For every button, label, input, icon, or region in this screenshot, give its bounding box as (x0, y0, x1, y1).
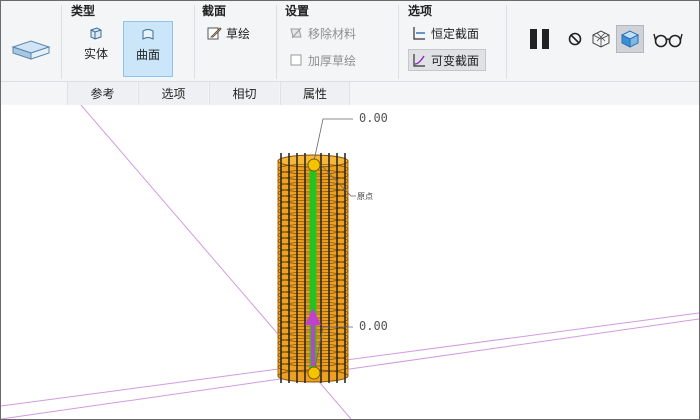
variable-section-label: 可变截面 (431, 53, 480, 68)
thicken-sketch-label: 加厚草绘 (308, 53, 357, 68)
thicken-sketch-button[interactable]: 加厚草绘 (288, 50, 356, 70)
ribbon-toolbar: 类型 实体 曲面 截面 草绘 设置 (1, 1, 699, 82)
ribbon-separator (194, 5, 195, 79)
sketch-button[interactable]: 草绘 (206, 23, 250, 43)
top-dimension-value[interactable]: 0.00 (359, 111, 388, 125)
no-preview-icon (568, 32, 582, 46)
surface-label: 曲面 (135, 48, 160, 62)
settings-group-title: 设置 (285, 4, 310, 18)
thicken-sketch-icon (290, 54, 302, 66)
pause-button[interactable] (527, 27, 553, 51)
solid-button[interactable]: 实体 (71, 21, 121, 77)
type-group-title: 类型 (71, 4, 96, 18)
sweep-feature-icon (11, 39, 51, 61)
geometry-preview-icon (620, 30, 640, 48)
remove-material-button[interactable]: 移除材料 (288, 23, 356, 43)
ribbon-separator (61, 5, 62, 79)
options-group-title: 选项 (408, 4, 433, 18)
constant-section-icon (413, 27, 425, 40)
verify-preview-button[interactable] (653, 31, 683, 49)
tab-references[interactable]: 参考 (67, 82, 137, 105)
surface-icon (142, 29, 154, 40)
start-point-handle[interactable] (307, 366, 321, 380)
geometry-preview-button[interactable] (616, 25, 644, 53)
section-group-title: 截面 (202, 4, 227, 18)
tab-properties[interactable]: 属性 (280, 82, 350, 105)
mesh-preview-button[interactable] (590, 29, 612, 49)
sketch-icon (207, 27, 222, 40)
dimension-leaders (313, 118, 356, 374)
no-preview-button[interactable] (567, 31, 583, 47)
dashboard-tab-strip: 参考 选项 相切 属性 (1, 82, 699, 106)
variable-section-button[interactable]: 可变截面 (408, 49, 486, 71)
sketch-label: 草绘 (226, 26, 251, 41)
tab-options[interactable]: 选项 (138, 82, 208, 105)
remove-material-icon (290, 27, 302, 39)
solid-label: 实体 (83, 47, 108, 61)
mesh-preview-icon (592, 30, 610, 48)
remove-material-label: 移除材料 (308, 26, 357, 41)
tab-tangency[interactable]: 相切 (209, 82, 279, 105)
graphics-viewport[interactable]: 0.00 0.00 原点 (1, 105, 699, 419)
constant-section-button[interactable]: 恒定截面 (411, 23, 479, 43)
solid-icon (90, 27, 102, 40)
constant-section-label: 恒定截面 (431, 26, 480, 41)
direction-arrow[interactable] (305, 308, 321, 366)
surface-button[interactable]: 曲面 (123, 21, 173, 77)
ribbon-separator (276, 5, 277, 79)
ribbon-separator (506, 5, 507, 79)
variable-section-icon (413, 54, 425, 67)
pause-icon (530, 29, 549, 49)
bottom-dimension-value[interactable]: 0.00 (359, 319, 388, 333)
end-point-handle[interactable] (307, 158, 321, 172)
datum-plane-lines (1, 105, 699, 419)
ribbon-separator (398, 5, 399, 79)
origin-label: 原点 (357, 192, 373, 201)
glasses-icon (653, 33, 683, 48)
